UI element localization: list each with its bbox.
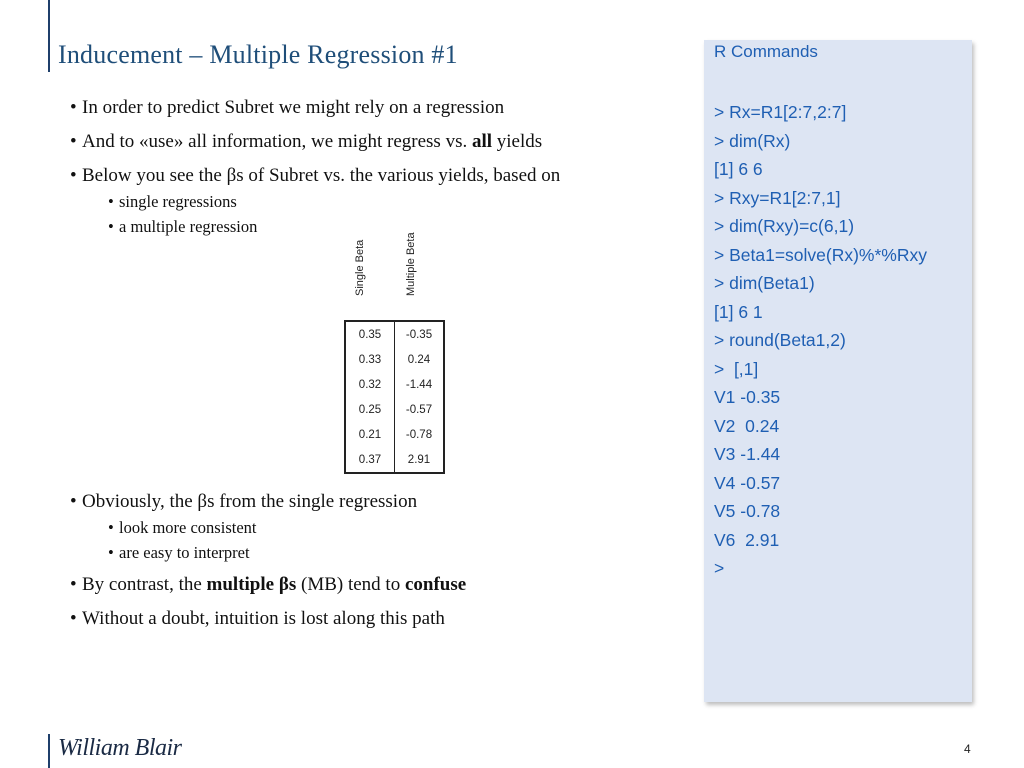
table-row: 0.21 -0.78 (345, 422, 444, 447)
table-row: 0.35 -0.35 (345, 321, 444, 347)
bullet-betas-of-subret: Below you see the βs of Subret vs. the v… (70, 164, 690, 188)
page-number: 4 (964, 742, 971, 756)
r-command-line: V1 -0.35 (714, 387, 781, 407)
bullet-bold-text: all (471, 131, 493, 152)
bullet-text: yields (492, 131, 543, 152)
bullet-text: And to «use» all information, we might r… (82, 131, 472, 152)
multiple-beta-cell: -1.44 (405, 378, 433, 391)
table-row: 0.32 -1.44 (345, 372, 444, 397)
bullet-text: Without a doubt, intuition is lost along… (82, 608, 445, 629)
column-header-multiple-beta: Multiple Beta (405, 232, 417, 296)
beta-table: 0.35 -0.35 0.33 0.24 0.32 -1.44 0.25 -0.… (344, 320, 445, 474)
william-blair-logo: William Blair (58, 735, 182, 761)
sub-bullet-multiple-regression: a multiple regression (108, 217, 690, 237)
sub-bullet-easy-interpret: are easy to interpret (108, 543, 690, 563)
single-beta-cell: 0.33 (345, 347, 395, 372)
single-beta-cell: 0.25 (345, 397, 395, 422)
r-command-line: > Rx=R1[2:7,2:7] (714, 102, 847, 122)
r-command-line: > Rxy=R1[2:7,1] (714, 187, 841, 208)
table-row: 0.33 0.24 (345, 347, 444, 372)
single-beta-cell: 0.35 (345, 321, 395, 347)
single-beta-cell: 0.32 (345, 372, 395, 397)
r-command-line: V5 -0.78 (714, 501, 781, 521)
column-header-single-beta: Single Beta (354, 239, 366, 296)
single-beta-cell: 0.37 (345, 447, 395, 473)
bullet-text: (MB) tend to (296, 574, 405, 595)
r-command-line: > dim(Rx) (714, 130, 791, 151)
r-command-line: > round(Beta1,2) (714, 330, 846, 350)
bullet-text: Below you see the βs of Subret vs. the v… (82, 165, 561, 186)
bullet-bold-text: multiple βs (206, 574, 297, 595)
multiple-beta-cell: -0.35 (405, 328, 433, 341)
bullet-text: By contrast, the (82, 574, 207, 595)
multiple-beta-cell: -0.78 (405, 428, 433, 441)
multiple-beta-cell: 0.24 (407, 353, 431, 366)
r-command-line: > dim(Rxy)=c(6,1) (714, 216, 855, 236)
bottom-accent-line (48, 734, 50, 768)
r-command-line: [1] 6 6 (714, 159, 763, 179)
r-command-line: > Beta1=solve(Rx)%*%Rxy (714, 244, 927, 265)
r-commands-title: R Commands (714, 42, 818, 61)
r-command-line: V2 0.24 (714, 415, 780, 436)
r-command-line: > (714, 558, 725, 578)
r-command-line: V4 -0.57 (714, 472, 781, 493)
top-accent-line (48, 0, 50, 72)
table-row: 0.37 2.91 (345, 447, 444, 473)
bullet-without-doubt: Without a doubt, intuition is lost along… (70, 607, 690, 631)
bullet-bold-text: confuse (404, 574, 467, 595)
bullet-predict-subret: In order to predict Subret we might rely… (70, 96, 690, 120)
bullet-text: In order to predict Subret we might rely… (82, 97, 505, 118)
table-row: 0.25 -0.57 (345, 397, 444, 422)
top-bullet-list: In order to predict Subret we might rely… (70, 96, 690, 237)
multiple-beta-cell: -0.57 (405, 403, 433, 416)
bullet-text: Obviously, the βs from the single regres… (82, 491, 418, 512)
r-command-line: V6 2.91 (714, 529, 780, 550)
r-command-line: [1] 6 1 (714, 301, 763, 322)
single-beta-cell: 0.21 (345, 422, 395, 447)
r-commands-panel: R Commands > Rx=R1[2:7,2:7] > dim(Rx) [1… (704, 40, 972, 702)
bullet-obviously: Obviously, the βs from the single regres… (70, 490, 690, 514)
page-title: Inducement – Multiple Regression #1 (58, 40, 458, 69)
bottom-bullet-list: Obviously, the βs from the single regres… (70, 490, 690, 641)
bullet-use-all-information: And to «use» all information, we might r… (70, 130, 690, 154)
r-command-line: > [,1] (714, 358, 759, 379)
bullet-by-contrast: By contrast, the multiple βs (MB) tend t… (70, 573, 690, 597)
r-command-line: V3 -1.44 (714, 444, 781, 464)
sub-bullet-single-regressions: single regressions (108, 192, 690, 212)
multiple-beta-cell: 2.91 (407, 453, 431, 466)
sub-bullet-consistent: look more consistent (108, 518, 690, 538)
r-command-list: > Rx=R1[2:7,2:7] > dim(Rx) [1] 6 6 > Rxy… (714, 98, 927, 583)
r-command-line: > dim(Beta1) (714, 273, 815, 293)
